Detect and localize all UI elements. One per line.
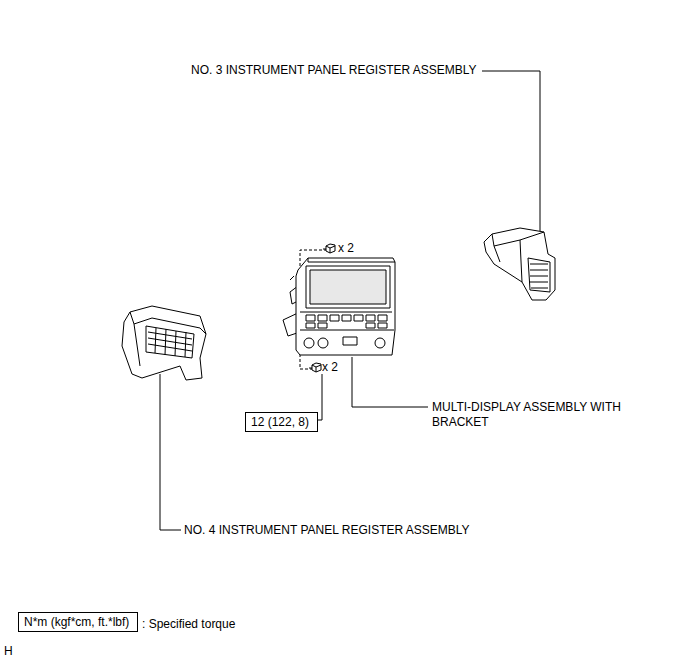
torque-box: 12 (122, 8) — [245, 412, 318, 432]
register-drawing — [134, 324, 140, 366]
multi-display-drawing — [306, 323, 315, 328]
multi-display-drawing — [366, 315, 375, 321]
multi-display-drawing — [342, 315, 351, 321]
quantity-label: x 2 — [322, 360, 338, 375]
multi-display-drawing — [378, 323, 387, 328]
figure-code: H — [4, 644, 13, 659]
multi-display-drawing — [318, 338, 328, 348]
register-drawing — [146, 326, 194, 358]
multi-display-drawing — [343, 337, 357, 345]
bolt-symbol — [316, 367, 317, 372]
register-drawing — [520, 240, 522, 282]
multi-display-drawing — [354, 315, 363, 321]
bolt-symbol — [309, 363, 321, 372]
register-drawing — [484, 228, 555, 300]
register-drawing — [484, 228, 555, 300]
box-text: 12 (122, 8) — [251, 415, 309, 429]
register-drawing — [528, 258, 550, 292]
leader-line — [160, 71, 540, 530]
bolt-symbol — [312, 365, 321, 367]
quantity-label: x 2 — [338, 241, 354, 256]
part-name: NO. 3 INSTRUMENT PANEL REGISTER ASSEMBLY — [191, 63, 477, 78]
bolt-symbol — [323, 244, 335, 253]
leader-line — [160, 374, 181, 530]
register-drawing — [122, 306, 206, 380]
multi-display-drawing — [308, 258, 395, 262]
register-drawing — [155, 328, 186, 357]
multi-display-drawing — [296, 258, 395, 355]
bolt-symbol — [326, 244, 335, 253]
legend-torque-box: N*m (kgf*cm, ft.*lbf) — [18, 612, 138, 632]
multi-display-drawing — [318, 323, 327, 328]
multi-display-drawing — [375, 338, 385, 348]
box-text: N*m (kgf*cm, ft.*lbf) — [24, 615, 129, 629]
multi-display-drawing — [330, 315, 339, 321]
register-drawing — [122, 306, 206, 380]
bolt-symbol — [326, 246, 335, 248]
multi-display-drawing — [318, 315, 327, 321]
bolt-symbol — [330, 248, 331, 253]
multi-display-drawing — [366, 323, 375, 328]
bolt-symbol — [312, 363, 321, 372]
leader-line — [318, 374, 322, 420]
multi-display-drawing — [283, 258, 395, 355]
bolt-symbol — [309, 368, 312, 369]
part-name: NO. 4 INSTRUMENT PANEL REGISTER ASSEMBLY — [184, 523, 470, 538]
register-drawing — [530, 264, 548, 288]
multi-display-drawing — [306, 266, 390, 308]
multi-display-drawing — [310, 270, 386, 304]
multi-display-drawing — [300, 312, 392, 313]
register-drawing — [494, 246, 500, 262]
multi-display-drawing — [378, 315, 387, 321]
legend-text: : Specified torque — [142, 617, 235, 632]
leader-line — [482, 71, 540, 234]
register-drawing — [130, 312, 206, 334]
register-drawing — [492, 232, 544, 246]
bolt-symbol — [323, 249, 326, 250]
multi-display-drawing — [290, 276, 294, 280]
multi-display-drawing — [306, 315, 315, 321]
part-name: MULTI-DISPLAY ASSEMBLY WITH BRACKET — [432, 400, 622, 430]
leader-line — [352, 357, 428, 407]
multi-display-drawing — [306, 315, 387, 328]
multi-display-drawing — [304, 338, 314, 348]
multi-display-drawing — [300, 330, 394, 331]
